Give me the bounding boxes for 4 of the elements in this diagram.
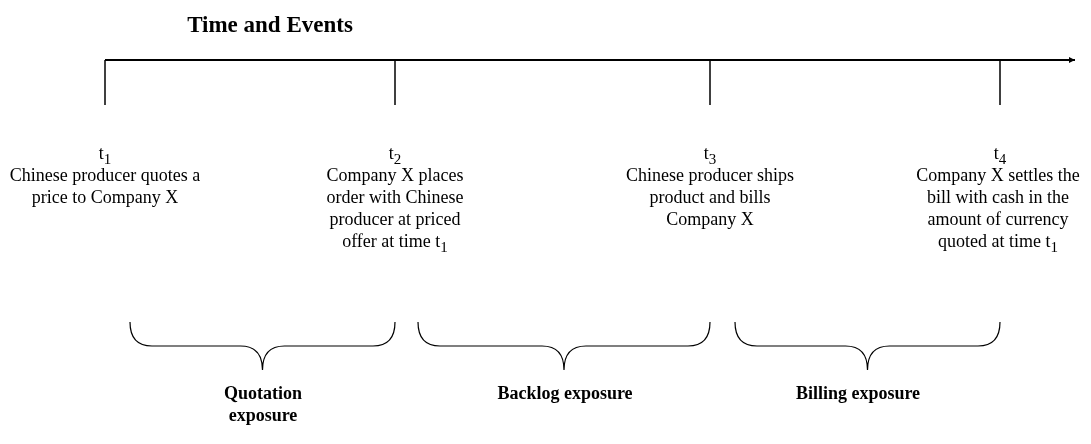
exposure-label: Billing exposure [794, 382, 922, 404]
title: Time and Events [186, 14, 354, 36]
exposure-label: Backlog exposure [496, 382, 634, 404]
exposure-label: Quotation exposure [223, 382, 303, 426]
